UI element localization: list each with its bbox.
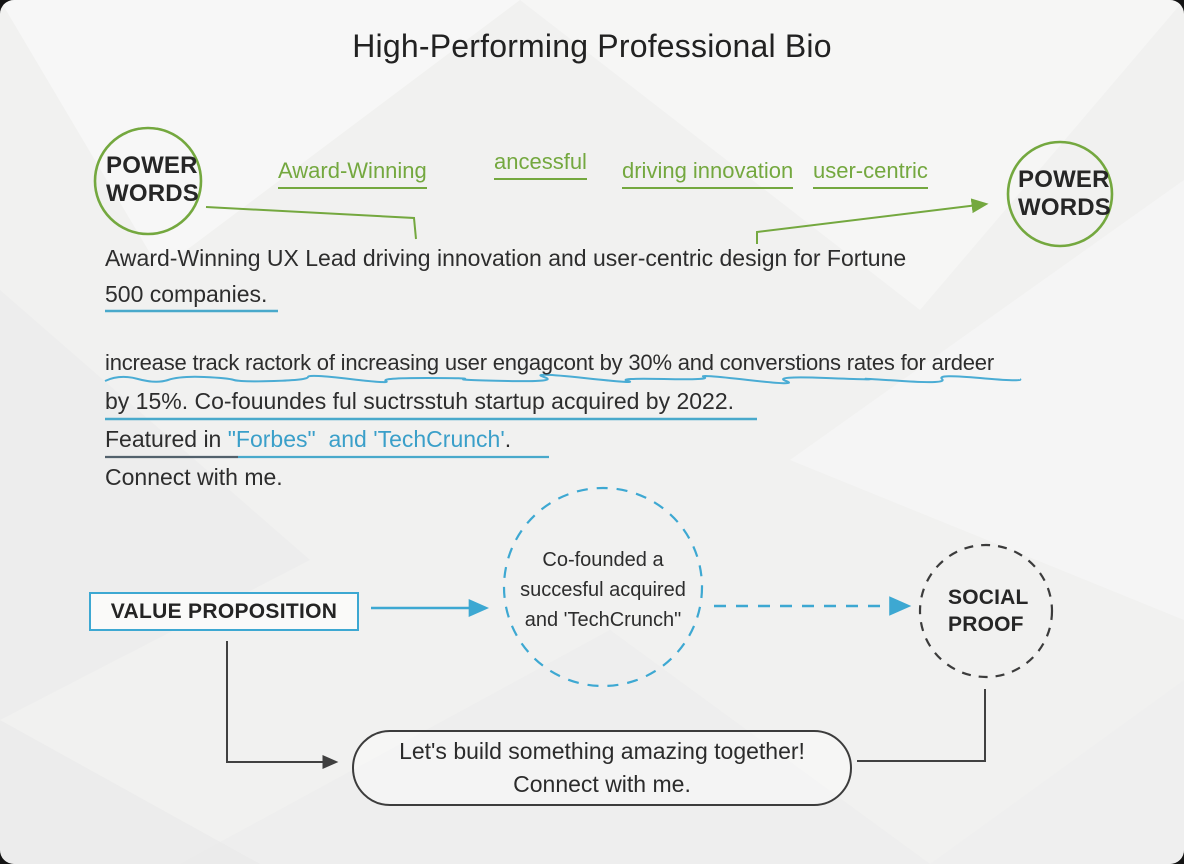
wavy-underline xyxy=(104,373,1022,385)
power-word-ancessful: ancessful xyxy=(494,149,587,180)
bio-line-5-suffix: . xyxy=(504,426,512,452)
callout-line-2: succesful acquired xyxy=(520,579,686,601)
power-words-circle-right xyxy=(1006,140,1114,248)
power-word-user-centric: user-centric xyxy=(813,158,928,189)
social-proof-callout-text: Co-founded a succesful acquired and 'Tec… xyxy=(508,545,698,635)
elbow-connector-social-to-cta xyxy=(857,689,986,762)
social-proof-circle xyxy=(918,543,1054,679)
cta-line-2: Connect with me. xyxy=(513,771,691,797)
callout-line-1: Co-founded a xyxy=(542,549,664,571)
bio-line-5-publications: "Forbes" and 'TechCrunch' xyxy=(227,426,505,452)
value-proposition-box: VALUE PROPOSITION xyxy=(89,592,359,631)
bio-line-5: Featured in "Forbes" and 'TechCrunch'. xyxy=(105,426,511,453)
bio-line-5-prefix: Featured in xyxy=(105,426,228,452)
power-words-circle-left xyxy=(93,126,203,236)
green-callout-line-left xyxy=(205,206,417,240)
callout-line-3: and 'TechCrunch" xyxy=(524,609,682,631)
value-proposition-label: VALUE PROPOSITION xyxy=(110,599,338,623)
green-arrow-to-right-badge xyxy=(756,198,989,244)
cta-pill: Let's build something amazing together! … xyxy=(352,730,852,806)
page-title: High-Performing Professional Bio xyxy=(352,28,832,64)
bio-line-2: 500 companies. xyxy=(105,281,268,307)
bio-line-3: increase track ractork of increasing use… xyxy=(105,350,994,375)
bio-line-1: Award-Winning UX Lead driving innovation… xyxy=(105,245,907,271)
bio-line-4: by 15%. Co-fouundes ful suctrsstuh start… xyxy=(105,388,735,414)
bio-line-6: Connect with me. xyxy=(105,464,283,490)
power-words-badge-left: POWER WORDS xyxy=(106,152,199,207)
cta-line-1: Let's build something amazing together! xyxy=(399,738,805,764)
power-words-badge-right: POWER WORDS xyxy=(1018,166,1111,221)
social-proof-callout-circle xyxy=(502,486,704,688)
power-word-award-winning: Award-Winning xyxy=(278,158,427,189)
social-proof-badge: SOCIAL PROOF xyxy=(948,586,1029,636)
power-word-driving-innovation: driving innovation xyxy=(622,158,794,189)
elbow-connector-value-to-cta xyxy=(226,641,339,770)
